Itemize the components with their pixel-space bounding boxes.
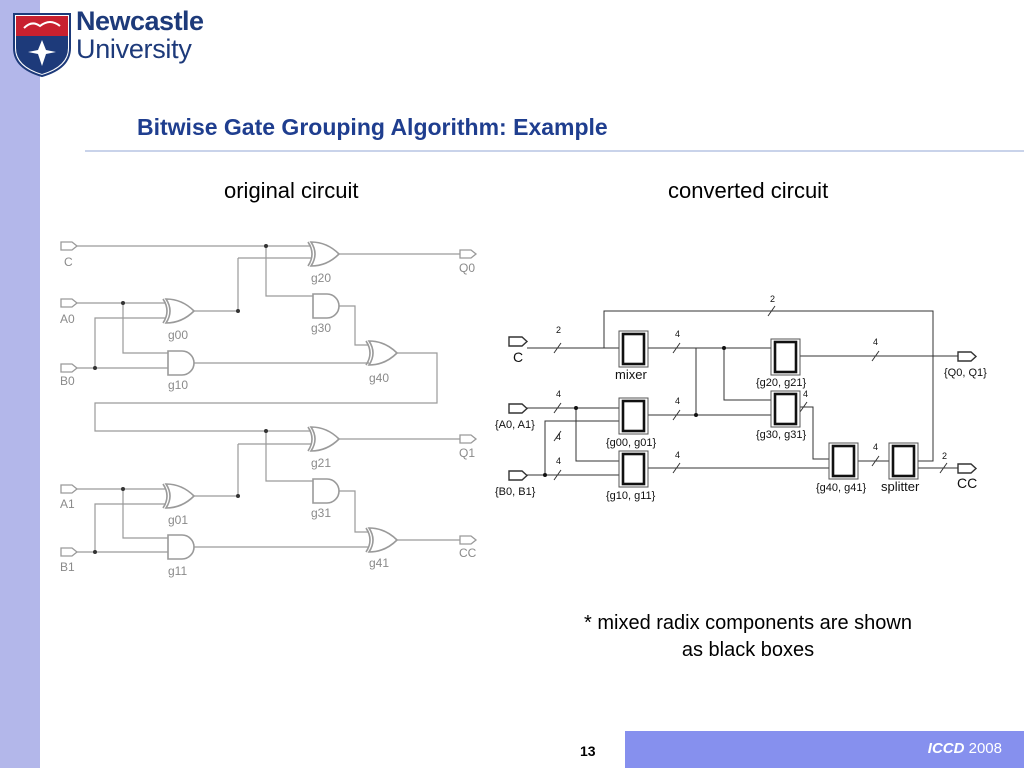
input-pin-b0 (60, 363, 78, 373)
output-pin-cc (459, 535, 477, 545)
label-gate-g01: g01 (168, 513, 188, 527)
original-circuit-heading: original circuit (224, 178, 359, 203)
conv-input-pin-a (508, 403, 528, 414)
gate-g30-and (312, 293, 340, 319)
output-pin-q1 (459, 434, 477, 444)
svg-text:4: 4 (803, 389, 808, 399)
svg-text:2: 2 (942, 451, 947, 461)
conv-label-g40-g41: {g40, g41} (816, 482, 866, 494)
logo-text: Newcastle University (76, 8, 204, 63)
output-pin-q0 (459, 249, 477, 259)
conv-label-input-c: C (513, 349, 523, 365)
conv-label-g30-g31: {g30, g31} (756, 429, 806, 441)
conv-output-pin-q (957, 351, 977, 362)
component-g00-g01 (617, 396, 650, 436)
svg-text:4: 4 (675, 329, 680, 339)
svg-text:4: 4 (873, 442, 878, 452)
slide-title: Bitwise Gate Grouping Algorithm: Example (137, 114, 608, 140)
conv-label-output-q: {Q0, Q1} (944, 367, 987, 379)
component-g30-g31 (769, 389, 802, 429)
svg-text:4: 4 (556, 389, 561, 399)
input-pin-a0 (60, 298, 78, 308)
bus-width-labels: 2 4 4 4 4 4 4 4 4 4 2 2 (556, 294, 947, 466)
component-g10-g11 (617, 449, 650, 489)
svg-text:4: 4 (556, 432, 561, 442)
svg-text:4: 4 (556, 456, 561, 466)
label-gate-g31: g31 (311, 506, 331, 520)
footnote: * mixed radix components are shown as bl… (548, 610, 948, 664)
gate-g21-xor (307, 426, 340, 452)
label-input-b1: B1 (60, 560, 75, 574)
conference-year: 2008 (968, 740, 1002, 757)
label-gate-g20: g20 (311, 271, 331, 285)
svg-text:2: 2 (770, 294, 775, 304)
conv-label-mixer: mixer (615, 367, 647, 382)
label-output-q1: Q1 (459, 446, 475, 460)
gate-g00-xor (162, 298, 195, 324)
conv-output-pin-cc (957, 463, 977, 474)
wire-junctions (93, 244, 268, 554)
footer-band (625, 731, 1024, 768)
bus-width-ticks (553, 305, 948, 481)
svg-text:4: 4 (873, 337, 878, 347)
gate-g01-xor (162, 483, 195, 509)
component-mixer (617, 329, 650, 369)
footnote-line-2: as black boxes (681, 639, 815, 661)
svg-text:4: 4 (675, 396, 680, 406)
component-g40-g41 (827, 441, 860, 481)
page-number: 13 (580, 743, 596, 759)
logo-line-2: University (76, 34, 192, 64)
label-gate-g11: g11 (168, 564, 187, 578)
logo-line-1: Newcastle (76, 6, 204, 36)
side-band (0, 0, 40, 768)
gate-g11-and (167, 534, 195, 560)
converted-junctions (543, 346, 726, 477)
gate-g20-xor (307, 241, 340, 267)
svg-text:2: 2 (556, 325, 561, 335)
gate-g31-and (312, 478, 340, 504)
label-gate-g41: g41 (369, 556, 389, 570)
converted-circuit-heading: converted circuit (668, 178, 829, 203)
component-splitter (887, 441, 920, 481)
conv-label-g00-g01: {g00, g01} (606, 437, 656, 449)
input-pin-c (60, 241, 78, 251)
label-gate-g00: g00 (168, 328, 188, 342)
university-logo (13, 13, 71, 78)
conv-input-pin-c (508, 336, 528, 347)
conv-label-splitter: splitter (881, 479, 920, 494)
label-output-q0: Q0 (459, 261, 475, 275)
label-input-a1: A1 (60, 497, 75, 511)
label-input-a0: A0 (60, 312, 75, 326)
input-pin-b1 (60, 547, 78, 557)
conv-label-input-a: {A0, A1} (495, 419, 535, 431)
conv-label-output-cc: CC (957, 475, 977, 491)
conv-input-pin-b (508, 470, 528, 481)
label-output-cc: CC (459, 546, 477, 560)
label-input-b0: B0 (60, 374, 75, 388)
footer-conference: ICCD 2008 (928, 740, 1002, 757)
component-g20-g21 (769, 337, 802, 377)
gate-g10-and (167, 350, 195, 376)
title-divider (85, 150, 1024, 152)
gate-g41-xor (365, 527, 398, 553)
original-circuit (76, 245, 460, 553)
footnote-line-1: * mixed radix components are shown (584, 612, 912, 634)
input-pin-a1 (60, 484, 78, 494)
conv-label-g10-g11: {g10, g11} (606, 490, 656, 502)
label-gate-g10: g10 (168, 378, 188, 392)
label-input-c: C (64, 255, 73, 269)
conv-label-g20-g21: {g20, g21} (756, 377, 806, 389)
gate-g40-xor (365, 340, 398, 366)
svg-text:4: 4 (675, 450, 680, 460)
conv-label-input-b: {B0, B1} (495, 486, 536, 498)
conference-name: ICCD (927, 740, 965, 757)
label-gate-g30: g30 (311, 321, 331, 335)
label-gate-g21: g21 (311, 456, 331, 470)
label-gate-g40: g40 (369, 371, 389, 385)
